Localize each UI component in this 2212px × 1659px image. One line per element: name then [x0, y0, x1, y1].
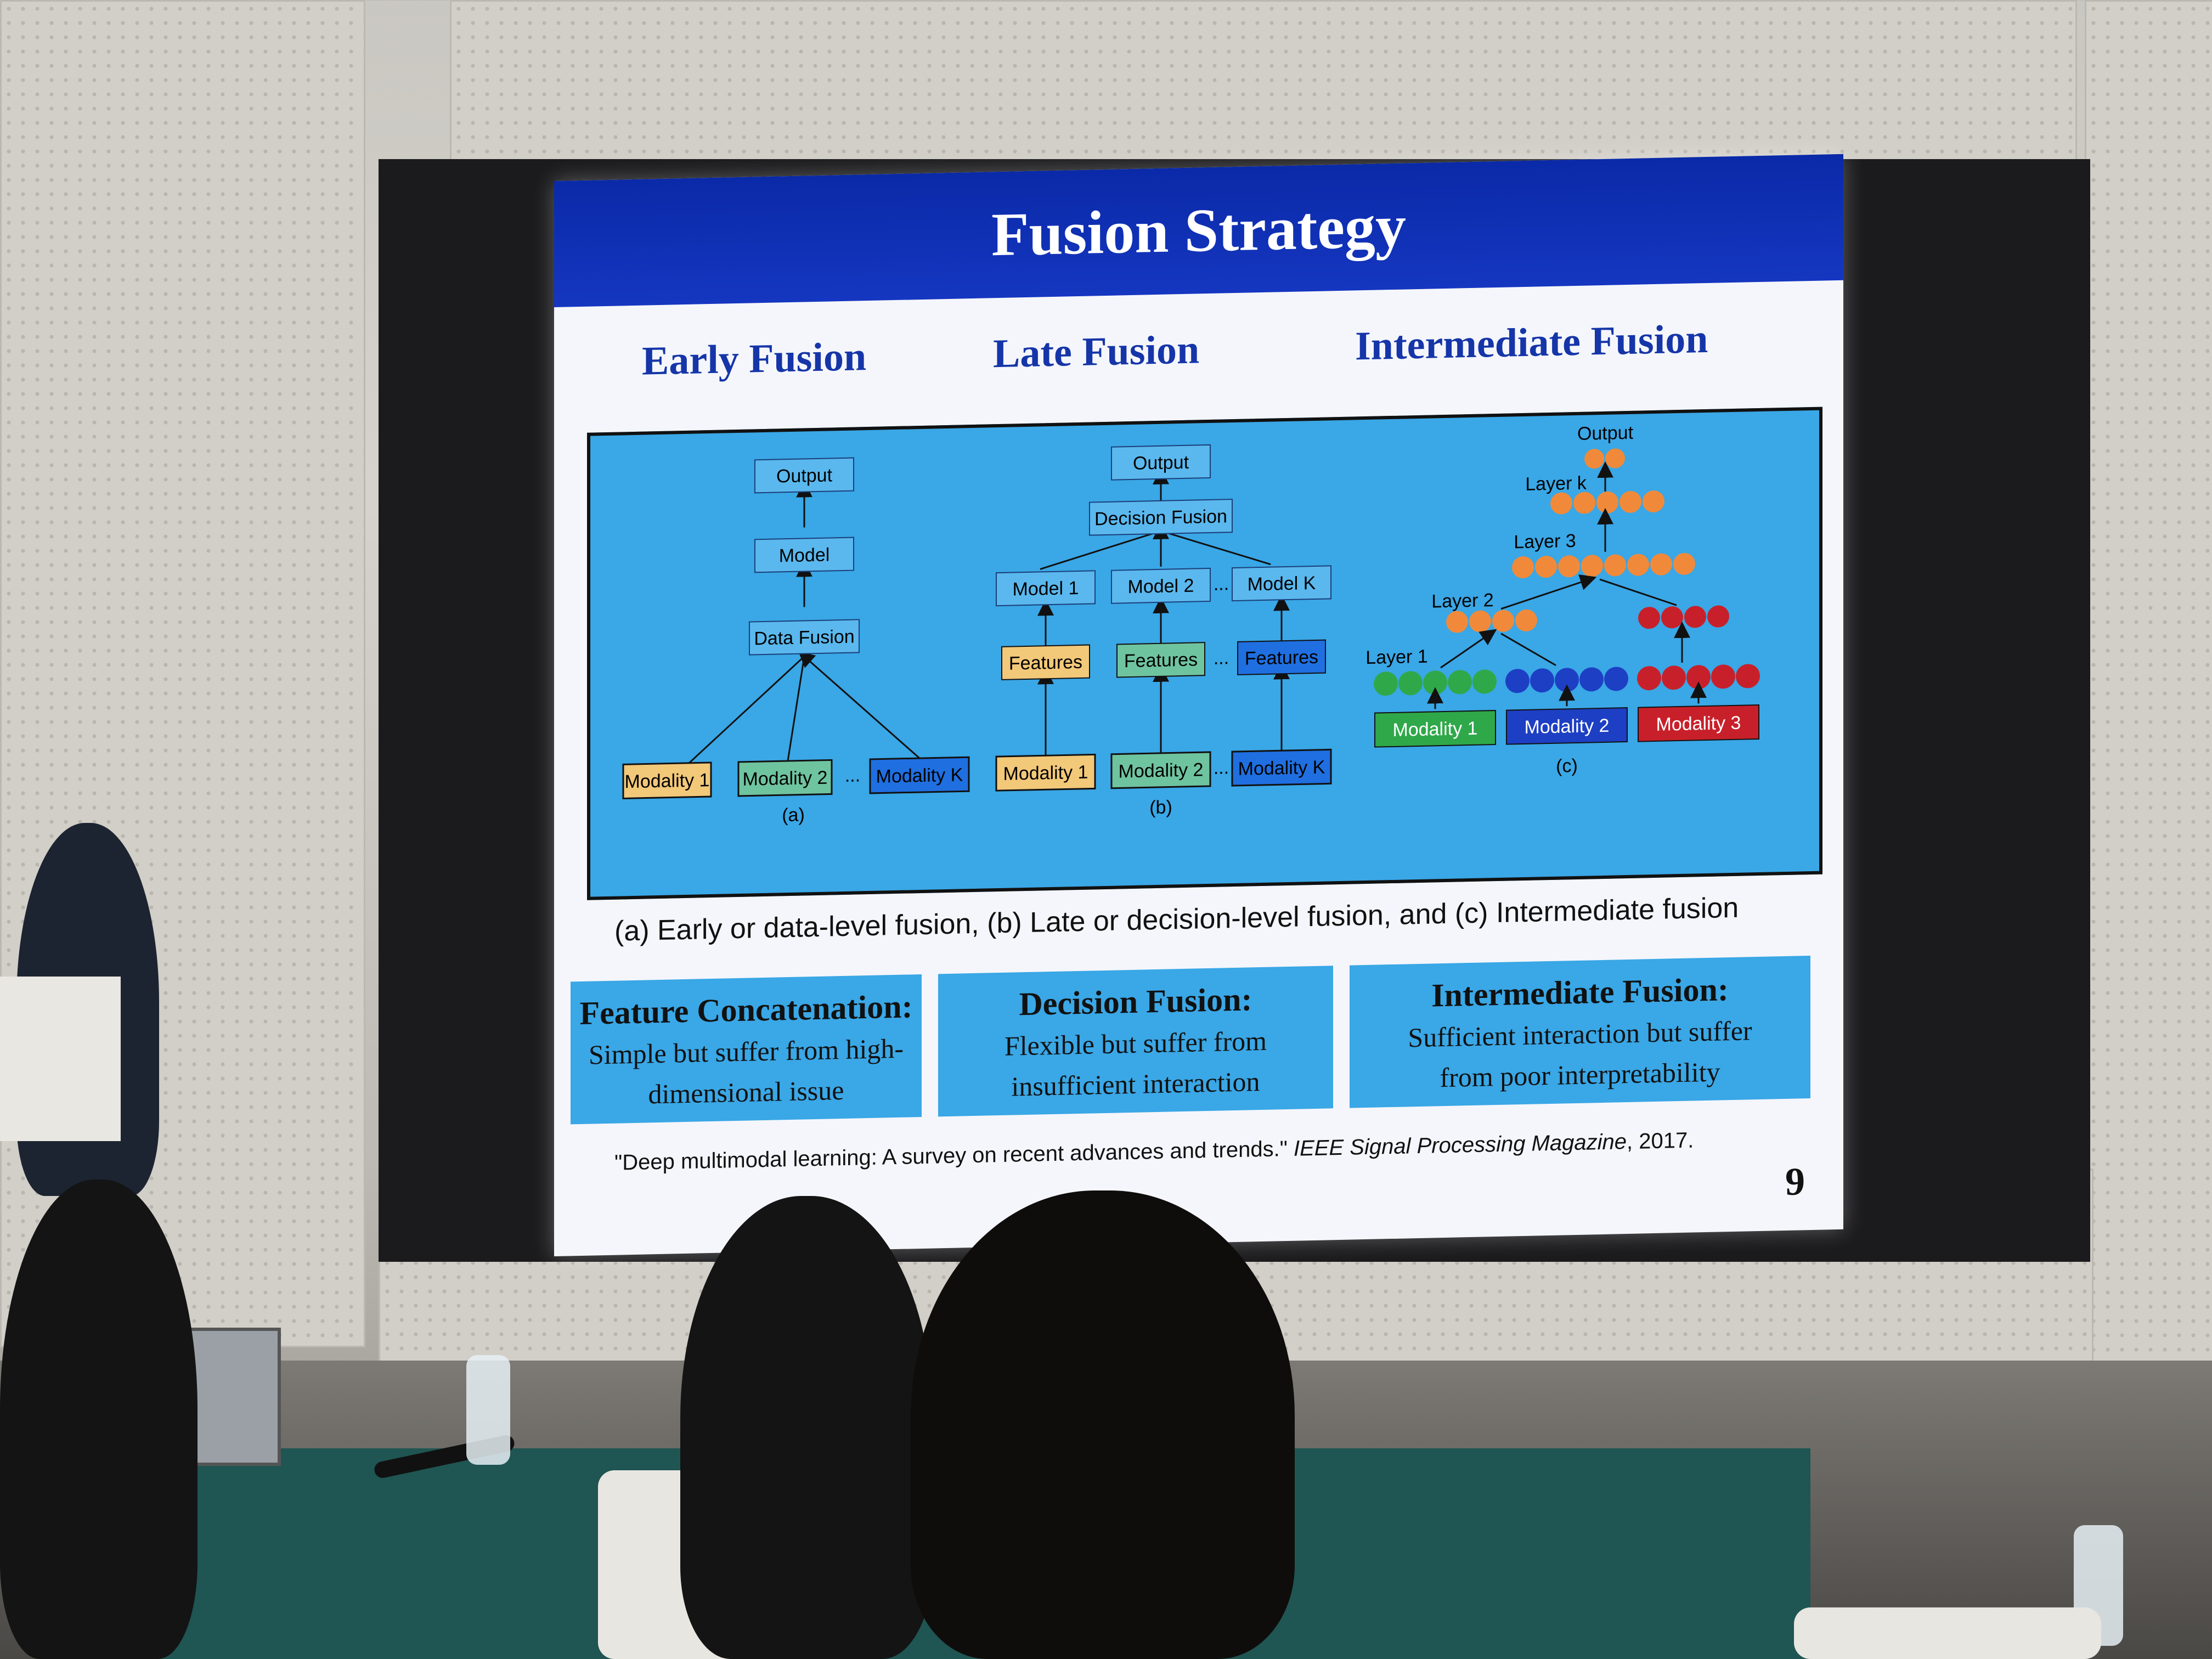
- summary-intermediate-fusion: Intermediate Fusion: Sufficient interact…: [1350, 956, 1810, 1108]
- summary-body-line: insufficient interaction: [1011, 1066, 1260, 1102]
- layer-k-label: Layer k: [1525, 473, 1587, 495]
- late-model-1-label: Model 1: [1013, 578, 1079, 600]
- late-modality-1-label: Modality 1: [1003, 762, 1088, 785]
- slide-page-number: 9: [1785, 1159, 1805, 1204]
- summary-body-line: dimensional issue: [648, 1074, 844, 1110]
- layer-2-red-nodes: [1638, 605, 1729, 629]
- intermediate-modality-1-label: Modality 1: [1393, 718, 1478, 741]
- early-output-label: Output: [776, 465, 833, 487]
- fusion-diagram: Output Model Data Fusion Modality 1 Moda…: [587, 407, 1822, 900]
- late-model-k-box: [1232, 565, 1331, 602]
- late-output-box: [1111, 444, 1211, 481]
- summary-title: Decision Fusion:: [1019, 981, 1252, 1023]
- heading-late-fusion: Late Fusion: [993, 327, 1200, 377]
- figure-caption: (a) Early or data-level fusion, (b) Late…: [614, 891, 1739, 947]
- intermediate-output-label: Output: [1577, 422, 1634, 444]
- late-output-label: Output: [1133, 452, 1189, 474]
- layer-3-nodes: [1512, 552, 1695, 579]
- summary-title: Feature Concatenation:: [579, 988, 913, 1032]
- layer-3-label: Layer 3: [1514, 531, 1576, 552]
- slide: Fusion Strategy Early Fusion Late Fusion…: [554, 154, 1843, 1256]
- layer-k-nodes: [1550, 490, 1664, 515]
- fusion-diagram-svg: Output Model Data Fusion Modality 1 Moda…: [622, 422, 1760, 826]
- late-figure-label: (b): [1149, 797, 1172, 818]
- early-model-label: Model: [779, 544, 830, 566]
- audience-member: [911, 1190, 1295, 1659]
- wall-panel: [2085, 0, 2212, 1539]
- summary-body-line: Simple but suffer from high-: [589, 1032, 904, 1070]
- intermediate-modality-1: [1374, 710, 1496, 748]
- early-modality-2: [737, 759, 833, 797]
- early-output-box: [754, 457, 854, 494]
- late-decision-fusion-label: Decision Fusion: [1094, 506, 1227, 529]
- early-ellipsis: ...: [845, 765, 860, 786]
- early-modality-1-label: Modality 1: [625, 770, 710, 792]
- podium: [0, 977, 121, 1141]
- late-features-2-label: Features: [1124, 649, 1198, 672]
- heading-intermediate-fusion: Intermediate Fusion: [1355, 316, 1708, 369]
- water-bottle: [466, 1355, 510, 1465]
- slide-title: Fusion Strategy: [991, 191, 1406, 269]
- summary-body-line: from poor interpretability: [1440, 1056, 1720, 1093]
- late-features-k-label: Features: [1245, 647, 1318, 669]
- intermediate-figure-label: (c): [1556, 755, 1578, 777]
- late-model-2-label: Model 2: [1128, 575, 1194, 598]
- intermediate-fusion-diagram: Output Layer k Layer 3 Layer 2: [1365, 422, 1760, 777]
- early-figure-label: (a): [782, 804, 805, 826]
- late-features-2: [1116, 642, 1205, 678]
- layer-2-nodes: [1446, 609, 1537, 633]
- audience-member: [680, 1196, 933, 1659]
- late-model-k-label: Model K: [1248, 573, 1316, 595]
- heading-early-fusion: Early Fusion: [642, 334, 867, 384]
- late-decision-fusion-box: [1089, 499, 1233, 536]
- reference-year: , 2017.: [1627, 1128, 1694, 1154]
- intermediate-modality-3-label: Modality 3: [1656, 713, 1741, 735]
- late-modality-k: [1231, 748, 1332, 787]
- late-features-1-label: Features: [1009, 652, 1082, 674]
- late-modality-1: [995, 753, 1096, 792]
- intermediate-modality-2: [1506, 707, 1628, 745]
- summary-body-line: Sufficient interaction but suffer: [1408, 1015, 1752, 1053]
- early-model-box: [754, 537, 854, 573]
- late-features-ellipsis: ...: [1214, 647, 1229, 669]
- early-data-fusion-label: Data Fusion: [754, 627, 854, 650]
- summary-feature-concatenation: Feature Concatenation: Simple but suffer…: [571, 974, 922, 1125]
- layer-1-blue-nodes: [1505, 667, 1628, 693]
- early-data-fusion-box: [749, 619, 860, 656]
- late-model-1-box: [996, 570, 1096, 607]
- reference-title: "Deep multimodal learning: A survey on r…: [614, 1136, 1288, 1175]
- late-features-1: [1001, 644, 1090, 680]
- layer-1-red-nodes: [1637, 664, 1760, 691]
- late-fusion-diagram: Output Decision Fusion Model 1 Model 2 .…: [995, 444, 1332, 818]
- early-modality-k: [869, 756, 970, 794]
- intermediate-output-nodes: [1584, 448, 1625, 469]
- late-modality-2: [1110, 751, 1211, 789]
- layer-1-green-nodes: [1374, 669, 1497, 696]
- early-modality-k-label: Modality K: [876, 764, 963, 787]
- intermediate-modality-2-label: Modality 2: [1525, 715, 1610, 738]
- layer-1-label: Layer 1: [1365, 646, 1427, 668]
- early-modality-2-label: Modality 2: [743, 768, 828, 790]
- audience-member: [0, 1180, 198, 1659]
- reference-journal: IEEE Signal Processing Magazine: [1294, 1130, 1627, 1161]
- early-fusion-diagram: Output Model Data Fusion Modality 1 Moda…: [622, 457, 970, 826]
- intermediate-modality-3: [1638, 704, 1759, 742]
- late-modality-ellipsis: ...: [1214, 757, 1229, 778]
- late-features-k: [1237, 639, 1326, 675]
- late-model-2-box: [1111, 567, 1211, 604]
- summary-title: Intermediate Fusion:: [1431, 971, 1729, 1014]
- chair: [1794, 1607, 2101, 1659]
- reference-citation: "Deep multimodal learning: A survey on r…: [614, 1128, 1694, 1175]
- late-model-ellipsis: ...: [1214, 573, 1229, 595]
- summary-body-line: Flexible but suffer from: [1004, 1025, 1267, 1062]
- late-modality-2-label: Modality 2: [1119, 759, 1204, 782]
- layer-2-label: Layer 2: [1431, 590, 1493, 612]
- slide-title-bar: Fusion Strategy: [554, 154, 1843, 307]
- summary-decision-fusion: Decision Fusion: Flexible but suffer fro…: [938, 966, 1333, 1117]
- early-modality-1: [622, 761, 712, 799]
- late-modality-k-label: Modality K: [1238, 757, 1325, 780]
